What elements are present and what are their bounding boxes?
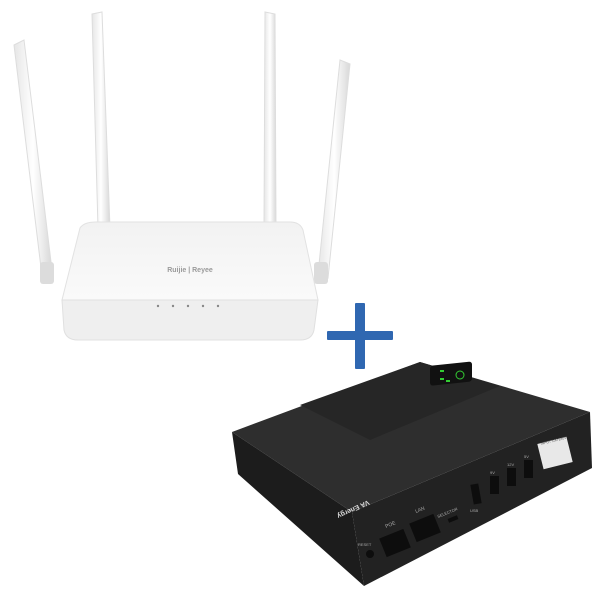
router-body <box>61 221 319 301</box>
antenna-hinge <box>314 262 328 284</box>
dc-out-label: 12V <box>507 462 514 467</box>
dc-out-label: 9V <box>490 470 495 475</box>
router-leds <box>156 304 220 308</box>
antenna-back-right <box>263 11 277 229</box>
lan-port[interactable] <box>409 513 441 543</box>
ups-left-side <box>232 432 364 586</box>
ac-input-port[interactable] <box>537 436 573 470</box>
power-icon <box>455 370 465 380</box>
antenna-left <box>13 39 53 277</box>
plus-icon <box>327 303 393 369</box>
antenna-back-left <box>91 11 111 229</box>
poe-port[interactable] <box>379 528 411 558</box>
input-label: INPUT 100-240V <box>540 435 567 445</box>
router: Ruijie | Reyee <box>13 11 351 341</box>
poe-label: POE <box>385 520 398 530</box>
dc-out-port[interactable] <box>507 468 516 486</box>
dc-out-port[interactable] <box>524 460 533 478</box>
selector-switch[interactable] <box>447 515 459 523</box>
router-front <box>61 299 319 341</box>
mini-ups: VA Energy POE LAN SELECTOR USB 9V 12V 5V… <box>232 361 592 586</box>
dc-out-label: 5V <box>524 454 529 459</box>
dc-out-port[interactable] <box>490 476 499 494</box>
reset-button[interactable] <box>366 550 374 558</box>
reset-label: RESET <box>358 542 372 547</box>
antenna-hinge <box>40 262 54 284</box>
usb-port[interactable] <box>470 483 482 505</box>
router-brand-logo: Ruijie | Reyee <box>167 267 213 274</box>
lan-label: LAN <box>415 506 427 515</box>
antenna-right <box>317 59 351 279</box>
ups-front-ports <box>352 412 592 586</box>
usb-label: USB <box>470 508 479 513</box>
